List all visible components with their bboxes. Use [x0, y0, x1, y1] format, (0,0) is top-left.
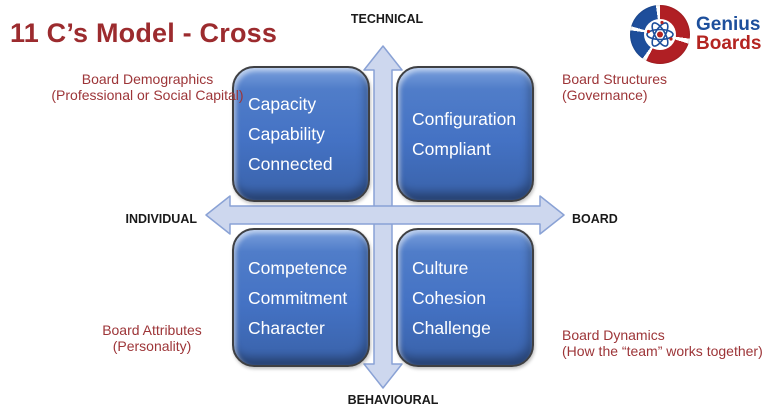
quadrant-item: Culture — [412, 257, 469, 278]
axis-label-individual: INDIVIDUAL — [125, 212, 197, 226]
page-title: 11 C’s Model - Cross — [10, 18, 278, 48]
annotation-line: Board Attributes — [102, 322, 202, 338]
annotation-line: (Governance) — [562, 87, 648, 103]
annotation-line: Board Structures — [562, 71, 668, 87]
quadrant-item: Cohesion — [412, 287, 486, 308]
annotation-top-left: Board Demographics (Professional or Soci… — [5, 71, 290, 103]
logo-wordmark: Genius Boards — [696, 15, 761, 53]
annotation-top-right: Board Structures (Governance) — [562, 71, 667, 103]
quadrant-item: Capacity — [248, 94, 317, 114]
annotation-bottom-right: Board Dynamics (How the “team” works tog… — [562, 327, 763, 359]
quadrant-item: Compliant — [412, 139, 491, 159]
annotation-line: (Professional or Social Capital) — [51, 87, 244, 103]
quadrant-item: Competence — [248, 257, 348, 278]
quadrant-box-bottom-left: Competence Commitment Character — [232, 228, 370, 367]
shutter-ring-icon — [630, 5, 690, 64]
quadrant-item: Commitment — [248, 287, 348, 308]
quadrant-box-top-left: Capacity Capability Connected — [232, 66, 370, 202]
logo-text-boards: Boards — [696, 33, 762, 54]
atom-icon — [646, 20, 674, 47]
annotation-line: Board Demographics — [81, 71, 214, 87]
quadrant-box-bottom-right: Culture Cohesion Challenge — [396, 228, 534, 367]
axis-label-technical: TECHNICAL — [350, 12, 424, 26]
quadrant-item: Character — [248, 317, 325, 338]
annotation-line: Board Dynamics — [562, 327, 665, 343]
axis-label-behavioural: BEHAVIOURAL — [347, 393, 439, 407]
genius-boards-logo: Genius Boards — [628, 4, 764, 66]
quadrant-item: Capability — [248, 124, 325, 144]
annotation-line: (How the “team” works together) — [562, 343, 763, 359]
quadrant-item: Configuration — [412, 109, 517, 129]
annotation-line: (Personality) — [112, 338, 192, 354]
quadrant-box-top-right: Configuration Compliant — [396, 66, 534, 202]
annotation-bottom-left: Board Attributes (Personality) — [32, 322, 272, 354]
logo-text-genius: Genius — [696, 14, 761, 35]
quadrant-item: Challenge — [412, 317, 491, 338]
quadrant-item: Connected — [248, 154, 333, 174]
axis-label-board: BOARD — [572, 212, 618, 226]
horizontal-axis-arrow — [205, 195, 565, 235]
